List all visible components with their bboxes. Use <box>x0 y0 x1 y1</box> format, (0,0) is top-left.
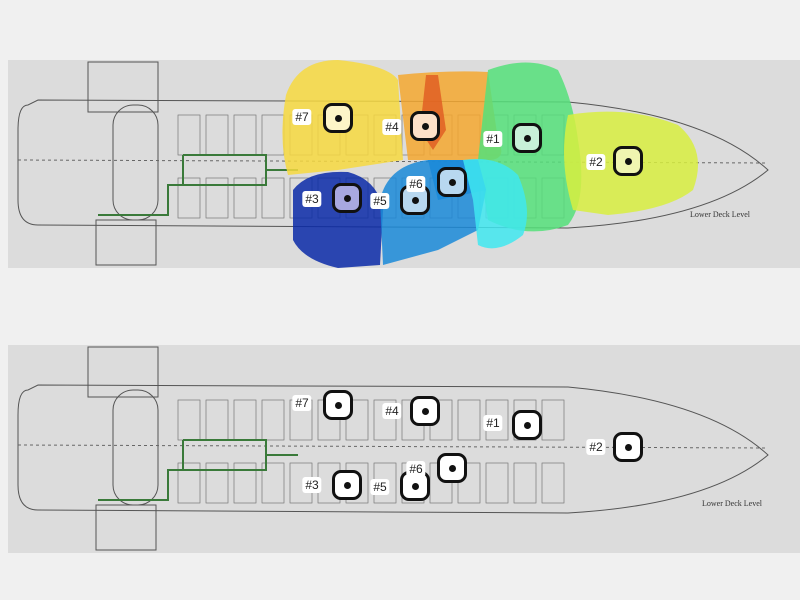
sensor-marker-4[interactable] <box>410 111 440 141</box>
sensor-marker-3[interactable] <box>332 183 362 213</box>
heatmap-deck-plan: Lower Deck Level #1 #2 #3 #4 #5 #6 #7 <box>8 60 800 268</box>
marker-label: #2 <box>586 154 606 170</box>
marker-dot-icon <box>448 464 456 472</box>
marker-dot-icon <box>334 401 342 409</box>
heat-zone-cyan-zone <box>463 159 527 249</box>
marker-dot-icon <box>523 134 531 142</box>
marker-dot-icon <box>421 122 429 130</box>
marker-dot-icon <box>448 178 456 186</box>
ship-outline-plain <box>17 346 769 551</box>
deck-level-label: Lower Deck Level <box>702 499 762 508</box>
marker-label: #2 <box>586 439 606 455</box>
sensor-marker-6[interactable] <box>437 453 467 483</box>
marker-dot-icon <box>523 421 531 429</box>
marker-dot-icon <box>411 482 419 490</box>
marker-dot-icon <box>343 481 351 489</box>
marker-label: #5 <box>370 193 390 209</box>
marker-dot-icon <box>421 407 429 415</box>
plain-deck-plan: Lower Deck Level #1 #2 #3 #4 #5 #6 #7 <box>8 345 800 553</box>
marker-dot-icon <box>624 443 632 451</box>
marker-label: #1 <box>483 131 503 147</box>
marker-label: #1 <box>483 415 503 431</box>
sensor-marker-4[interactable] <box>410 396 440 426</box>
sensor-marker-1[interactable] <box>512 410 542 440</box>
sensor-marker-2[interactable] <box>613 432 643 462</box>
marker-label: #4 <box>382 403 402 419</box>
marker-label: #6 <box>406 176 426 192</box>
marker-label: #5 <box>370 479 390 495</box>
sensor-marker-2[interactable] <box>613 146 643 176</box>
marker-label: #3 <box>302 191 322 207</box>
sensor-marker-7[interactable] <box>323 103 353 133</box>
sensor-marker-1[interactable] <box>512 123 542 153</box>
marker-label: #7 <box>292 395 312 411</box>
marker-dot-icon <box>334 114 342 122</box>
marker-label: #4 <box>382 119 402 135</box>
marker-dot-icon <box>343 194 351 202</box>
marker-label: #3 <box>302 477 322 493</box>
sensor-marker-7[interactable] <box>323 390 353 420</box>
sensor-marker-6[interactable] <box>437 167 467 197</box>
marker-label: #6 <box>406 461 426 477</box>
marker-dot-icon <box>411 196 419 204</box>
deck-level-label: Lower Deck Level <box>690 210 750 219</box>
marker-label: #7 <box>292 109 312 125</box>
ship-outline-heatmap <box>17 60 769 268</box>
marker-dot-icon <box>624 157 632 165</box>
sensor-marker-3[interactable] <box>332 470 362 500</box>
